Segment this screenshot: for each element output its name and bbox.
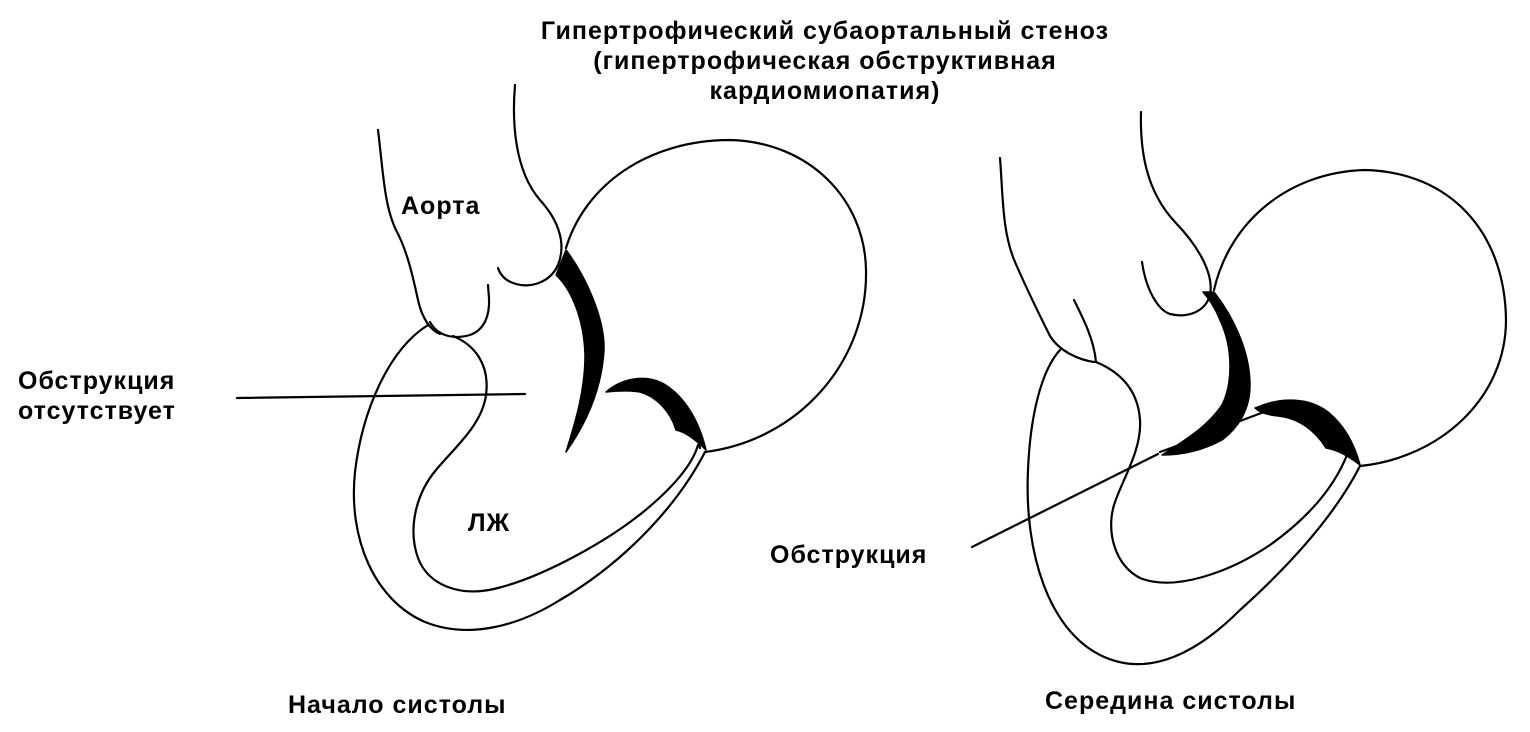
right-lv-inner <box>1096 362 1347 583</box>
title-line-2: (гипертрофическая обструктивная <box>430 46 1220 76</box>
title-line-3: кардиомиопатия) <box>430 76 1220 106</box>
right-heart <box>1000 112 1506 664</box>
left-no-obstruction-pointer <box>237 394 525 398</box>
left-aorta-outer-wall <box>378 130 440 334</box>
left-ventricle-label: ЛЖ <box>468 508 510 538</box>
left-aortic-cusp <box>430 285 489 337</box>
no-obstruction-line-1: Обструкция <box>18 366 176 396</box>
mid-systole-caption: Середина систолы <box>1045 686 1296 716</box>
right-lv-outer <box>1028 350 1360 664</box>
right-aortic-cusp <box>1074 300 1096 362</box>
early-systole-caption: Начало систолы <box>288 690 507 720</box>
right-aorta-outer-wall <box>1000 158 1094 362</box>
right-septal-hypertrophy <box>1162 292 1250 455</box>
right-atrium <box>1214 170 1506 466</box>
left-septal-hypertrophy <box>556 250 604 452</box>
right-aorta-right-wall <box>1141 112 1211 315</box>
no-obstruction-label: Обструкция отсутствует <box>18 366 176 426</box>
diagram-title: Гипертрофический субаортальный стеноз (г… <box>430 16 1220 106</box>
left-lv-outer <box>354 325 705 630</box>
left-atrium <box>566 140 866 452</box>
no-obstruction-line-2: отсутствует <box>18 396 176 426</box>
obstruction-label: Обструкция <box>770 540 927 570</box>
title-line-1: Гипертрофический субаортальный стеноз <box>430 16 1220 46</box>
aorta-label: Аорта <box>401 191 480 221</box>
left-mitral-leaflet <box>606 378 706 450</box>
left-lv-inner <box>414 336 698 591</box>
left-aorta-right-wall <box>498 85 561 285</box>
right-obstruction-pointer <box>972 454 1158 547</box>
right-mitral-leaflet <box>1255 400 1360 465</box>
